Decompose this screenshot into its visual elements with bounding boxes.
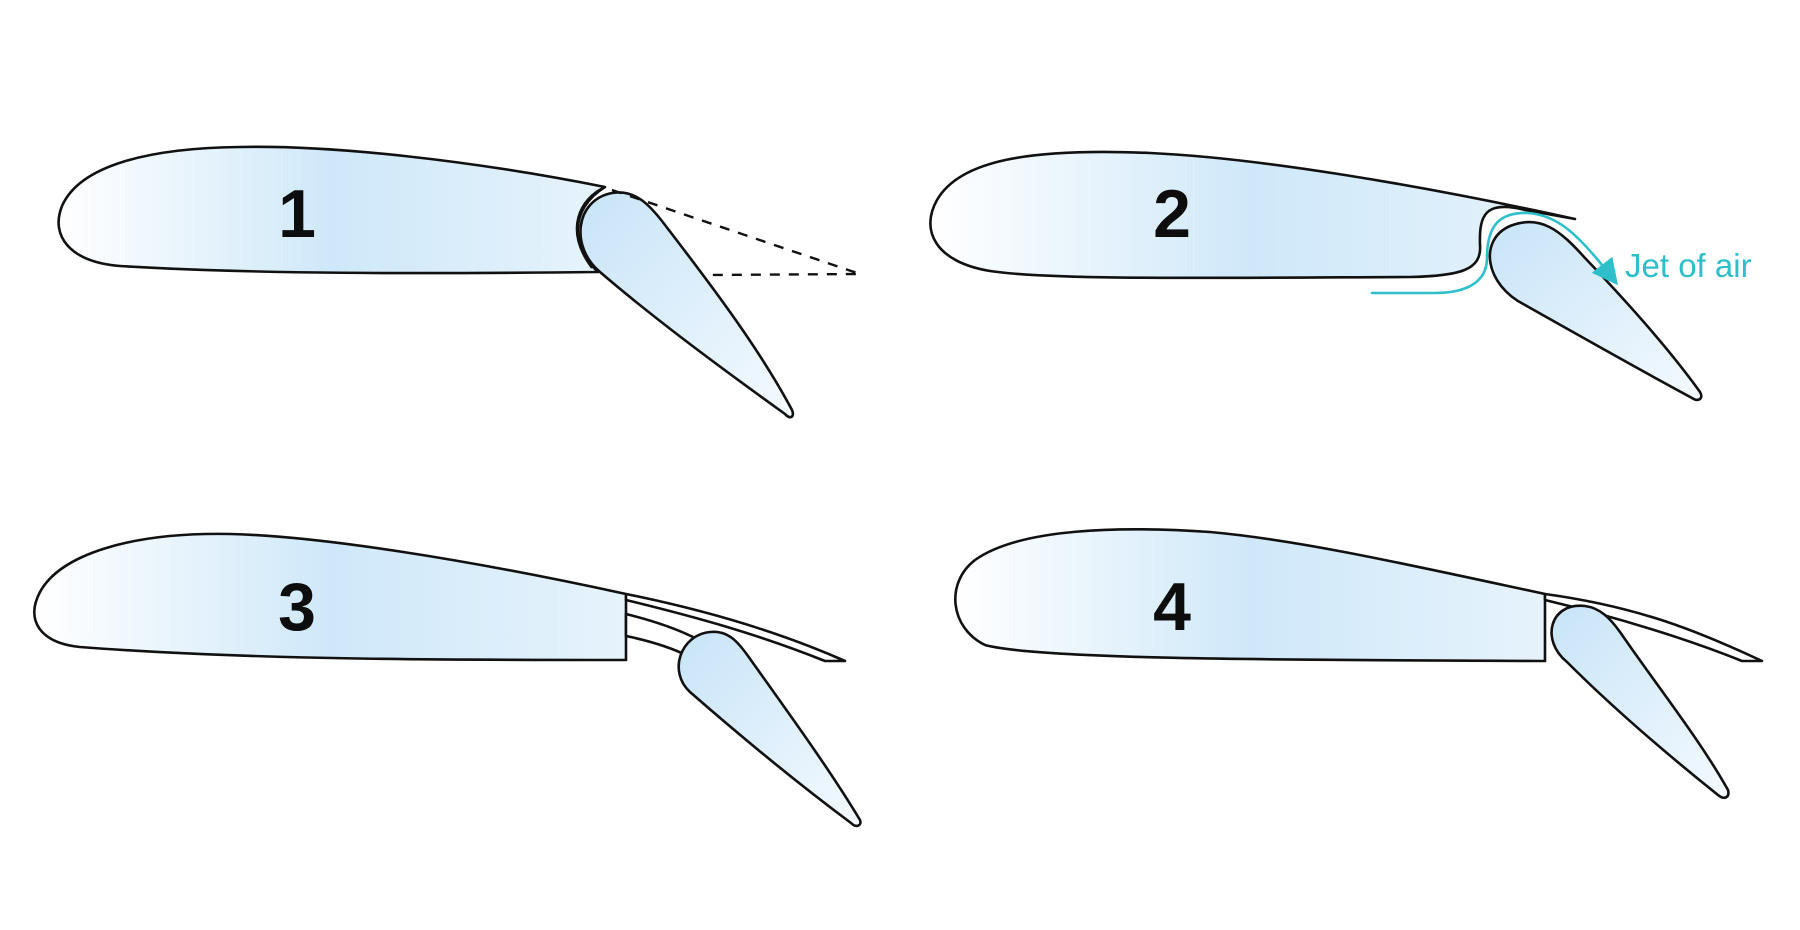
panel-4-flap xyxy=(1550,604,1730,800)
panel-1-wing xyxy=(57,145,607,275)
panel-4-wing xyxy=(954,528,1547,663)
panel-3-number: 3 xyxy=(278,569,316,645)
panel-1-retracted-flap-outline xyxy=(611,188,861,277)
panel-3-fowler-flap: 3 xyxy=(33,532,862,828)
panel-1-number: 1 xyxy=(278,176,316,252)
panel-2-slotted-flap: Jet of air 2 xyxy=(929,150,1752,402)
panel-2-number: 2 xyxy=(1153,176,1191,252)
panel-1-plain-flap: 1 xyxy=(57,145,861,419)
panel-2-flap xyxy=(1488,220,1703,402)
panel-1-flap xyxy=(579,191,795,419)
panel-4-number: 4 xyxy=(1153,569,1191,645)
panel-3-trailing-skin xyxy=(624,592,847,663)
panel-2-jet-of-air-label: Jet of air xyxy=(1625,247,1752,284)
panel-3-wing xyxy=(33,532,628,662)
panel-1-hinge-outline xyxy=(575,185,606,269)
panel-4-fowler-flap: 4 xyxy=(954,528,1764,800)
panel-3-flap xyxy=(677,630,862,828)
panel-2-air-jet-line xyxy=(1370,211,1618,295)
panel-2-wing xyxy=(929,150,1577,280)
